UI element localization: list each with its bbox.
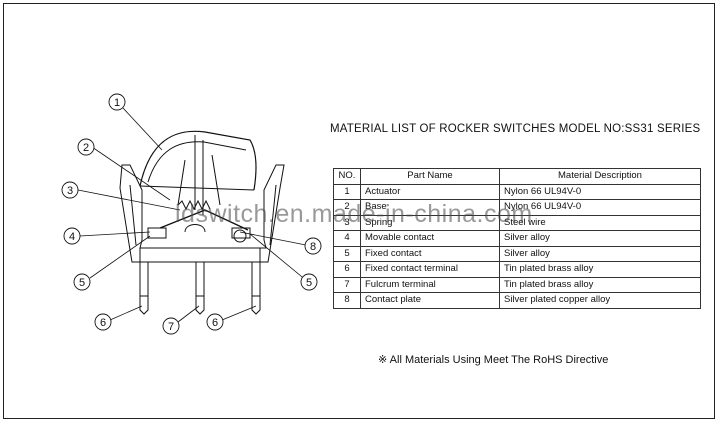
terminal-right <box>251 262 261 315</box>
callout-3-label: 3 <box>67 185 73 197</box>
row-material: Silver plated copper alloy <box>499 292 701 309</box>
header-no: NO. <box>333 168 361 185</box>
callout-6-right <box>206 313 224 331</box>
table-header-row: NO. Part Name Material Description <box>333 168 701 185</box>
row-material: Silver alloy <box>499 230 701 247</box>
row-no: 4 <box>333 230 361 247</box>
table-row: 6 Fixed contact terminal Tin plated bras… <box>333 261 701 278</box>
row-part: Fulcrum terminal <box>360 276 500 293</box>
watermark: ldswitch.en.made-in-china.com <box>175 200 533 228</box>
row-part: Movable contact <box>360 230 500 247</box>
row-no: 5 <box>333 245 361 262</box>
actuator <box>139 130 257 191</box>
callout-2 <box>77 138 95 156</box>
header-material: Material Description <box>499 168 701 185</box>
table-row: 4 Movable contact Silver alloy <box>333 230 701 247</box>
callout-3 <box>61 181 79 199</box>
table-row: 2 Base Nylon 66 UL94V-0 <box>333 199 701 216</box>
callout-8-label: 8 <box>310 241 316 253</box>
row-no: 6 <box>333 261 361 278</box>
row-material: Tin plated brass alloy <box>499 276 701 293</box>
row-no: 8 <box>333 292 361 309</box>
switch-housing <box>119 164 285 263</box>
callout-8 <box>304 237 322 255</box>
callout-6-right-label: 6 <box>212 317 218 329</box>
callout-4-label: 4 <box>69 231 75 243</box>
material-list-title: MATERIAL LIST OF ROCKER SWITCHES MODEL N… <box>330 123 701 135</box>
row-part: Fixed contact terminal <box>360 261 500 278</box>
row-no: 7 <box>333 276 361 293</box>
table-row: 7 Fulcrum terminal Tin plated brass allo… <box>333 276 701 293</box>
callout-5-left <box>73 273 91 291</box>
row-material: Tin plated brass alloy <box>499 261 701 278</box>
movable-contact <box>159 209 249 231</box>
terminal-middle <box>195 262 205 315</box>
callout-2-label: 2 <box>83 142 89 154</box>
table-row: 8 Contact plate Silver plated copper all… <box>333 292 701 309</box>
callout-6-left <box>94 313 112 331</box>
callout-4 <box>63 227 81 245</box>
table-row: 5 Fixed contact Silver alloy <box>333 245 701 262</box>
spring <box>177 199 211 211</box>
callout-7 <box>162 317 180 335</box>
table-row: 1 Actuator Nylon 66 UL94V-0 <box>333 183 701 200</box>
terminal-left <box>139 262 149 315</box>
callout-7-label: 7 <box>168 321 174 333</box>
callout-5-left-label: 5 <box>79 277 85 289</box>
rohs-note: ※ All Materials Using Meet The RoHS Dire… <box>378 354 609 366</box>
page-frame <box>3 3 715 419</box>
row-part: Contact plate <box>360 292 500 309</box>
row-material: Silver alloy <box>499 245 701 262</box>
header-part-name: Part Name <box>360 168 500 185</box>
callout-6-left-label: 6 <box>100 317 106 329</box>
callout-1-label: 1 <box>114 97 120 109</box>
callout-5-right-label: 5 <box>306 277 312 289</box>
material-table: NO. Part Name Material Description 1 Act… <box>333 168 701 309</box>
callout-5-right <box>300 273 318 291</box>
row-material: Nylon 66 UL94V-0 <box>499 183 701 200</box>
row-no: 1 <box>333 183 361 200</box>
row-part: Actuator <box>360 183 500 200</box>
row-part: Fixed contact <box>360 245 500 262</box>
callout-1 <box>108 93 126 111</box>
